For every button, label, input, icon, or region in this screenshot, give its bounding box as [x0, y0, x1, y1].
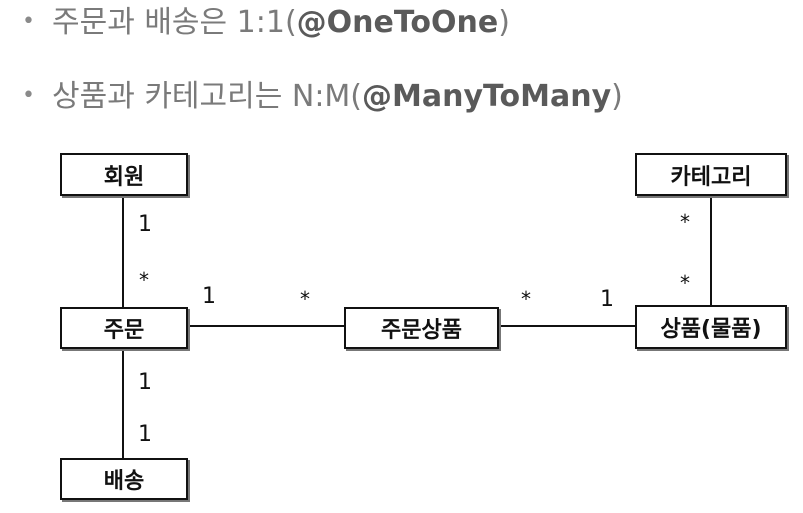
mult-item-side-orderitem: 1: [600, 287, 614, 312]
bullet-many-to-many: • 상품과 카테고리는 N:M(@ManyToMany): [22, 82, 623, 112]
mult-category-side: *: [680, 210, 690, 234]
mult-item-side-category: *: [680, 271, 690, 295]
mult-order-side-member: *: [139, 268, 149, 292]
bullet-close: ): [498, 5, 510, 40]
entity-order: 주문: [60, 307, 188, 349]
bullet-marker: •: [22, 83, 35, 108]
mult-orderitem-side-item: *: [521, 287, 531, 311]
entity-member: 회원: [60, 153, 188, 196]
mult-order-side-orderitem: 1: [202, 284, 216, 309]
mult-delivery-side: 1: [138, 422, 152, 447]
bullet-marker: •: [22, 9, 35, 34]
mult-orderitem-side-order: *: [300, 287, 310, 311]
entity-category: 카테고리: [635, 153, 787, 196]
mult-order-side-delivery: 1: [138, 370, 152, 395]
mult-member-side: 1: [138, 212, 152, 237]
bullet-annotation: @ManyToMany: [362, 79, 612, 114]
bullet-text: 상품과 카테고리는 N:M(: [52, 79, 363, 114]
entity-delivery: 배송: [60, 458, 188, 500]
bullet-one-to-one: • 주문과 배송은 1:1(@OneToOne): [22, 8, 510, 38]
entity-order-item: 주문상품: [344, 307, 499, 349]
bullet-text: 주문과 배송은 1:1(: [52, 5, 297, 40]
bullet-annotation: @OneToOne: [296, 5, 499, 40]
bullet-close: ): [611, 79, 623, 114]
entity-item: 상품(물품): [635, 305, 787, 349]
